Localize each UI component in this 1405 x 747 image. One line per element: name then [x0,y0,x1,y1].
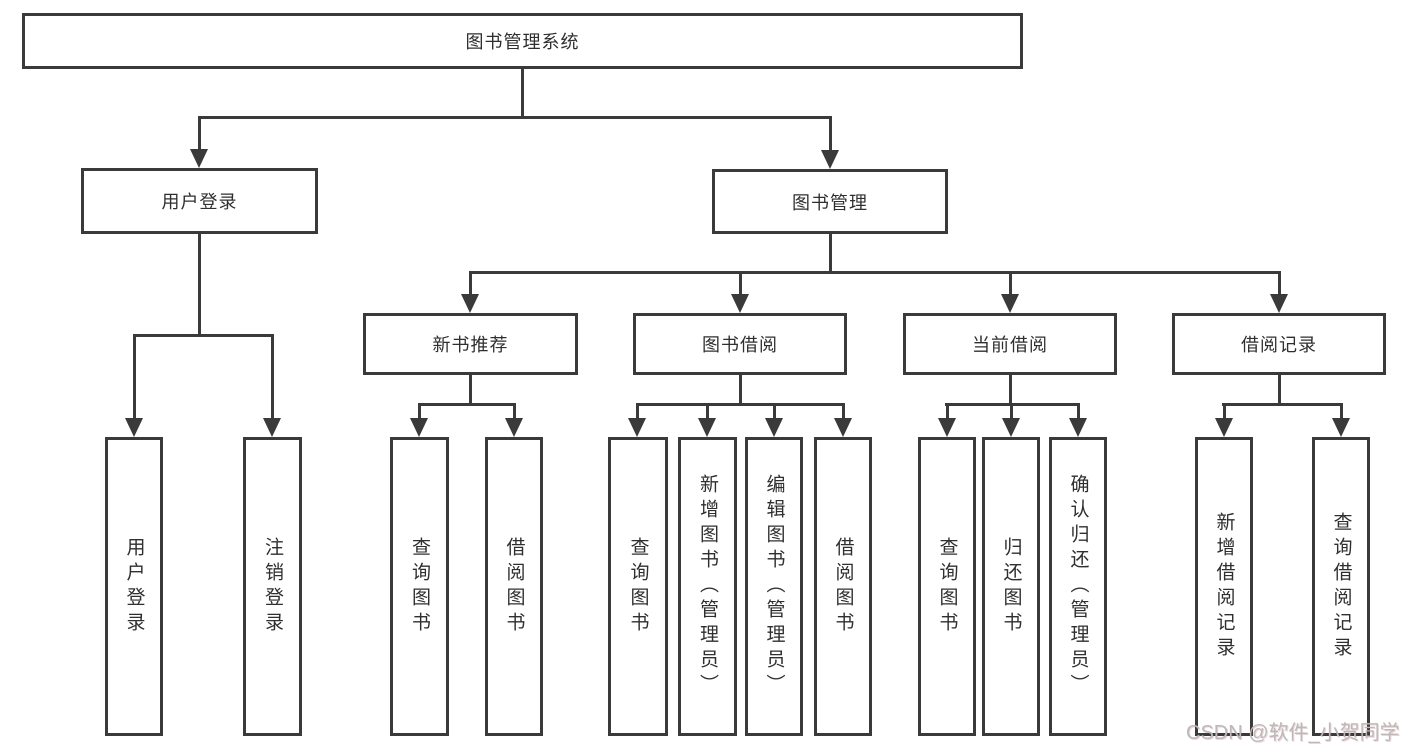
leaf-add-book-admin-label: 新增图书（管理员） [697,474,718,699]
leaf-logout-label: 注销登录 [262,536,283,637]
arrowhead-icon [263,418,281,437]
arrowhead-icon [1002,418,1020,437]
node-book-management-label: 图书管理 [792,192,868,213]
connector-line [842,403,845,419]
node-current-borrow: 当前借阅 [903,313,1117,375]
node-current-borrow-label: 当前借阅 [972,335,1048,355]
connector-line [1010,403,1013,419]
leaf-user-login-label: 用户登录 [123,536,145,637]
node-borrow-record: 借阅记录 [1172,313,1386,375]
leaf-add-book-admin: 新增图书（管理员） [678,437,737,736]
connector-line [513,403,516,419]
arrowhead-icon [1270,294,1288,313]
arrowhead-icon [1069,418,1087,437]
arrowhead-icon [1215,418,1233,437]
node-book-borrow: 图书借阅 [633,313,847,375]
leaf-confirm-return-admin: 确认归还（管理员） [1049,437,1107,736]
arrowhead-icon [938,418,956,437]
arrowhead-icon [1332,418,1350,437]
leaf-user-login: 用户登录 [105,437,163,736]
connector-line [521,69,524,119]
arrowhead-icon [698,418,716,437]
leaf-borrow-book-recommend: 借阅图书 [485,437,543,736]
connector-line [829,117,832,151]
arrowhead-icon [505,418,523,437]
node-book-management: 图书管理 [712,169,948,234]
connector-line [1223,403,1226,419]
connector-line [1278,271,1281,295]
connector-line [271,334,274,418]
connector-line [133,334,274,337]
leaf-borrow-book-borrow-label: 借阅图书 [832,536,854,637]
arrowhead-icon [410,418,428,437]
connector-line [829,234,832,273]
leaf-query-book-current-label: 查询图书 [936,536,958,637]
leaf-add-borrow-record: 新增借阅记录 [1195,437,1253,736]
leaf-query-book-recommend: 查询图书 [390,437,449,736]
leaf-query-borrow-record: 查询借阅记录 [1312,437,1370,736]
connector-line [1222,403,1343,406]
connector-line [469,375,472,406]
leaf-borrow-book-borrow: 借阅图书 [814,437,872,736]
arrowhead-icon [821,150,839,169]
leaf-add-borrow-record-label: 新增借阅记录 [1213,511,1235,662]
connector-line [1009,271,1012,295]
node-book-borrow-label: 图书借阅 [702,335,778,355]
connector-line [773,403,776,419]
leaf-borrow-book-recommend-label: 借阅图书 [503,536,525,637]
node-new-book-recommend: 新书推荐 [363,313,578,375]
connector-line [1077,403,1080,419]
connector-line [739,375,742,406]
connector-line [198,116,201,150]
arrowhead-icon [628,418,646,437]
node-root-label: 图书管理系统 [465,32,580,52]
connector-line [198,234,201,336]
leaf-query-book-recommend-label: 查询图书 [409,536,430,637]
arrowhead-icon [125,418,143,437]
connector-line [1278,375,1281,406]
leaf-confirm-return-admin-label: 确认归还（管理员） [1067,474,1089,699]
leaf-edit-book-admin: 编辑图书（管理员） [745,437,803,736]
leaf-query-book-borrow: 查询图书 [608,437,668,736]
connector-line [706,403,709,419]
csdn-watermark: CSDN @软件_小贺同学 [1186,722,1400,744]
connector-line [418,403,421,419]
arrowhead-icon [834,418,852,437]
connector-line [946,403,949,419]
leaf-return-book: 归还图书 [982,437,1040,736]
leaf-logout: 注销登录 [243,437,302,736]
arrowhead-icon [765,418,783,437]
connector-line [636,403,845,406]
connector-line [133,334,136,418]
connector-line [469,271,472,295]
node-user-login: 用户登录 [81,168,318,234]
arrowhead-icon [731,294,749,313]
connector-line [1340,403,1343,419]
connector-line [636,403,639,419]
leaf-query-book-current: 查询图书 [918,437,976,736]
leaf-edit-book-admin-label: 编辑图书（管理员） [763,474,785,699]
arrowhead-icon [1001,294,1019,313]
connector-line [1009,375,1012,406]
node-new-book-recommend-label: 新书推荐 [432,335,509,355]
leaf-query-borrow-record-label: 查询借阅记录 [1330,511,1352,662]
leaf-query-book-borrow-label: 查询图书 [627,536,649,637]
node-user-login-label: 用户登录 [161,192,238,212]
connector-line [469,271,1281,274]
leaf-return-book-label: 归还图书 [1000,536,1022,637]
connector-line [198,116,832,119]
arrowhead-icon [461,294,479,313]
arrowhead-icon [190,149,208,168]
connector-line [418,403,516,406]
node-borrow-record-label: 借阅记录 [1241,335,1317,355]
node-root: 图书管理系统 [22,13,1023,69]
connector-line [739,271,742,295]
